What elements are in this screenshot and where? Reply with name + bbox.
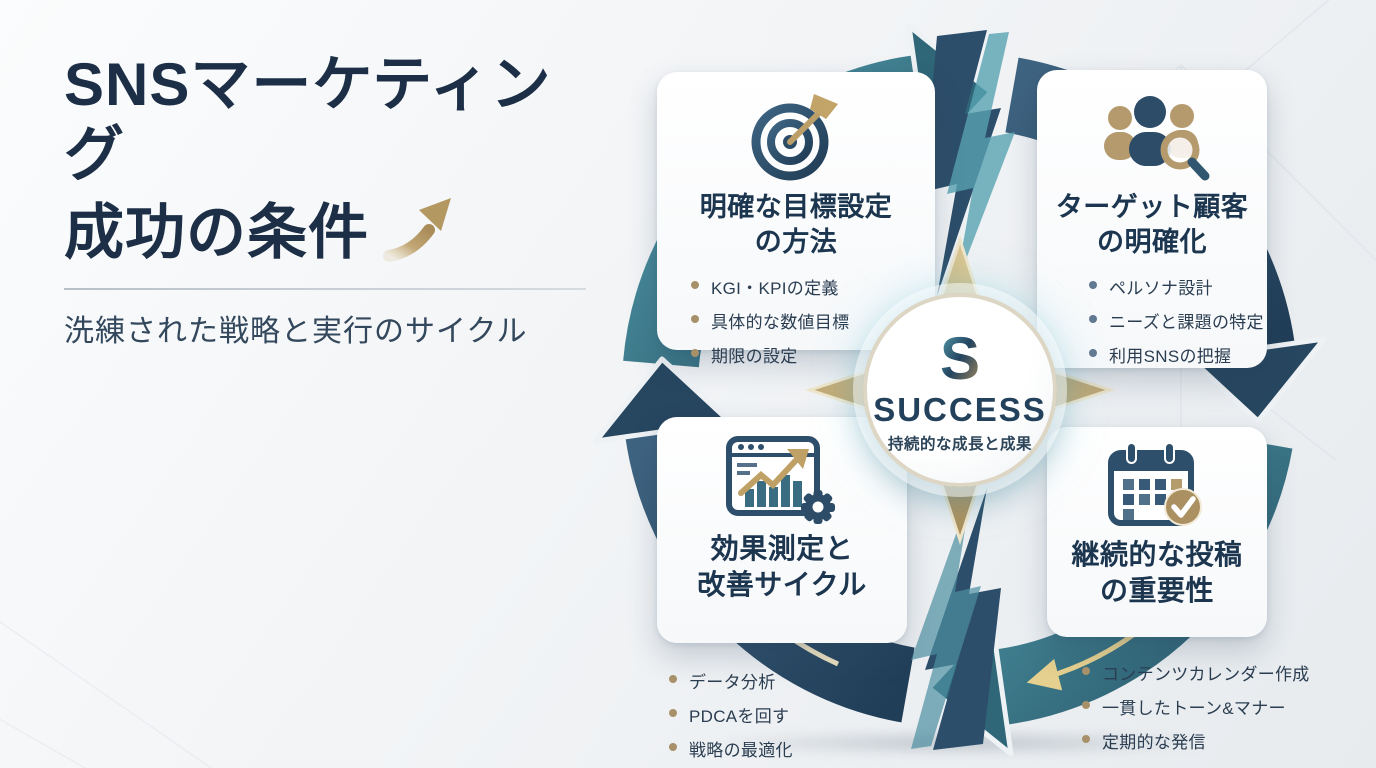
headline-block: SNSマーケティング 成功の条件 洗練された戦略と実行のサイク [64,50,604,350]
title-divider [64,288,586,291]
people-search-icon [1092,88,1212,184]
target-icon [744,88,848,184]
card-title: 継続的な投稿の重要性 [1071,539,1243,607]
calendar-check-icon [1099,439,1215,531]
growth-arrow-icon [383,198,451,263]
card-continuous-posting: 継続的な投稿の重要性 [1047,427,1267,637]
list-item: PDCAを回す [667,702,793,727]
success-logo-icon: S [940,327,980,392]
card-target-audience: ターゲット顧客の明確化 ペルソナ設計 ニーズと課題の特定 利用SNSの把握 [1037,70,1267,368]
list-item: 定期的な発信 [1080,728,1310,753]
measurement-bullet-list: データ分析 PDCAを回す 戦略の最適化 [667,668,793,768]
list-item: 戦略の最適化 [667,736,793,761]
page-title-line2: 成功の条件 [64,199,369,267]
list-item: データ分析 [667,668,793,693]
success-title: SUCCESS [873,390,1047,428]
list-item: ペルソナ設計 [1087,274,1264,299]
card-measurement: 効果測定と改善サイクル [657,417,907,643]
card-title: 効果測定と改善サイクル [697,533,867,601]
gear-icon [801,490,835,524]
success-medallion: S SUCCESS 持続的な成長と成果 [863,293,1057,487]
analytics-gear-icon [721,433,843,525]
page-subtitle: 洗練された戦略と実行のサイクル [64,315,528,349]
page-title: SNSマーケティング 成功の条件 [64,50,604,268]
card-goal-setting: 明確な目標設定の方法 KGI・KPIの定義 具体的な数値目標 期限の設定 [657,72,935,366]
audience-bullet-list: ペルソナ設計 ニーズと課題の特定 利用SNSの把握 [1037,274,1264,376]
background-lines-bottom-left [0,620,213,768]
goal-bullet-list: KGI・KPIの定義 具体的な数値目標 期限の設定 [657,274,849,376]
svg-text:S: S [940,327,980,392]
posting-bullet-list: コンテンツカレンダー作成 一貫したトーン&マナー 定期的な発信 [1080,660,1310,762]
list-item: 利用SNSの把握 [1087,342,1264,367]
list-item: 具体的な数値目標 [689,308,849,333]
list-item: ニーズと課題の特定 [1087,308,1264,333]
lightning-bolts [911,30,1015,750]
card-title: ターゲット顧客の明確化 [1055,192,1249,258]
page-title-line1: SNSマーケティング [64,51,552,189]
list-item: 一貫したトーン&マナー [1080,694,1310,719]
cycle-diagram: 明確な目標設定の方法 KGI・KPIの定義 具体的な数値目標 期限の設定 [585,18,1355,763]
success-subtitle: 持続的な成長と成果 [887,435,1032,453]
list-item: コンテンツカレンダー作成 [1080,660,1310,685]
list-item: KGI・KPIの定義 [689,274,849,299]
card-title: 明確な目標設定の方法 [699,192,893,258]
list-item: 期限の設定 [689,342,849,367]
